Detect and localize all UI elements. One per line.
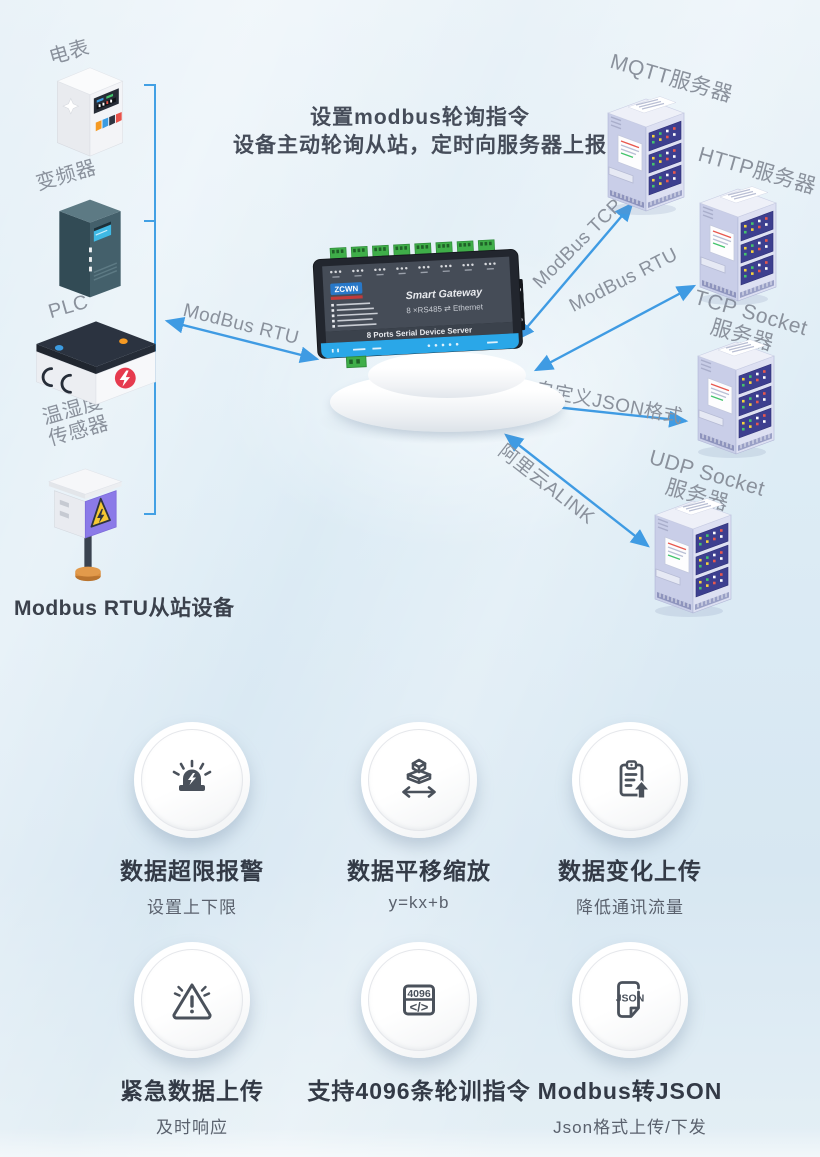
brand-logo-text: ZCWN <box>334 284 359 294</box>
top-note-line2: 设备主动轮询从站，定时向服务器上报 <box>233 134 607 157</box>
port-leds <box>330 262 496 274</box>
top-note: 设置modbus轮询指令 设备主动轮询从站，定时向服务器上报 <box>170 104 670 160</box>
feature-circle <box>572 722 688 838</box>
feature-circle <box>134 722 250 838</box>
background-bottom-band <box>0 1128 820 1157</box>
terminal-blocks <box>329 239 496 260</box>
top-note-line1: 设置modbus轮询指令 <box>310 106 530 129</box>
urgent-warning-icon <box>172 983 212 1020</box>
arrow-modbus-rtu-right <box>533 284 697 372</box>
feature-subtitle: Json格式上传/下发 <box>553 1118 707 1137</box>
feature-change-upload: 数据变化上传 降低通讯流量 <box>510 722 750 918</box>
json-doc-icon: JSON <box>616 981 645 1018</box>
feature-title: 紧急数据上传 <box>120 1078 264 1104</box>
feature-urgent-upload: 紧急数据上传 及时响应 <box>72 942 312 1138</box>
model-list <box>331 302 378 328</box>
smart-gateway-device: ZCWN Smart Gateway 8 ×RS485 ⇄ Ethernet 8… <box>312 239 526 369</box>
feature-circle <box>361 722 477 838</box>
temp-humidity-sensor-illustration <box>48 468 123 582</box>
tcp-socket-server-illustration <box>688 336 784 458</box>
feature-title: 支持4096条轮训指令 <box>307 1078 531 1104</box>
label-modbus-rtu-right: ModBus RTU <box>566 244 682 317</box>
feature-title: Modbus转JSON <box>537 1078 723 1104</box>
feature-pan-zoom: 数据平移缩放 y=kx+b <box>299 722 539 913</box>
feature-subtitle: 及时响应 <box>156 1118 228 1137</box>
http-server-illustration <box>690 183 786 305</box>
mqtt-server-illustration <box>598 93 694 215</box>
device-group-bracket <box>144 84 156 515</box>
power-meter-illustration <box>56 67 124 157</box>
brand-logo <box>330 282 363 296</box>
udp-socket-server-illustration <box>645 495 741 617</box>
gateway-spec: 8 ×RS485 ⇄ Ethernet <box>406 302 484 315</box>
poll-count-text: 4096 <box>407 988 431 1000</box>
slave-devices-caption: Modbus RTU从站设备 <box>14 597 235 620</box>
pedestal-upper-disc <box>368 352 526 398</box>
code-symbol-text: </> <box>410 1000 429 1015</box>
alarm-icon <box>172 759 212 791</box>
plc-illustration <box>36 321 156 405</box>
label-modbus-rtu-left: ModBus RTU <box>180 300 302 350</box>
feature-subtitle: y=kx+b <box>388 893 450 912</box>
feature-circle: JSON <box>572 942 688 1058</box>
pan-zoom-icon <box>402 758 436 798</box>
feature-circle: 4096 </> <box>361 942 477 1058</box>
feature-subtitle: 设置上下限 <box>147 898 237 917</box>
feature-title: 数据平移缩放 <box>347 858 491 884</box>
gateway-blue-stripe <box>320 333 519 359</box>
feature-subtitle: 降低通讯流量 <box>576 898 684 917</box>
feature-overlimit-alarm: 数据超限报警 设置上下限 <box>72 722 312 918</box>
poll-code-icon: 4096 </> <box>403 984 435 1016</box>
change-upload-icon <box>619 760 651 799</box>
feature-title: 数据超限报警 <box>120 858 264 884</box>
feature-modbus-to-json: JSON Modbus转JSON Json格式上传/下发 <box>510 942 750 1138</box>
json-text: JSON <box>616 993 645 1005</box>
label-aliyun-alink: 阿里云ALINK <box>493 440 599 529</box>
feature-poll-commands: 4096 </> 支持4096条轮训指令 <box>299 942 539 1113</box>
feature-title: 数据变化上传 <box>558 858 702 884</box>
gateway-name: Smart Gateway <box>405 286 483 302</box>
inverter-illustration <box>59 199 121 298</box>
feature-circle <box>134 942 250 1058</box>
